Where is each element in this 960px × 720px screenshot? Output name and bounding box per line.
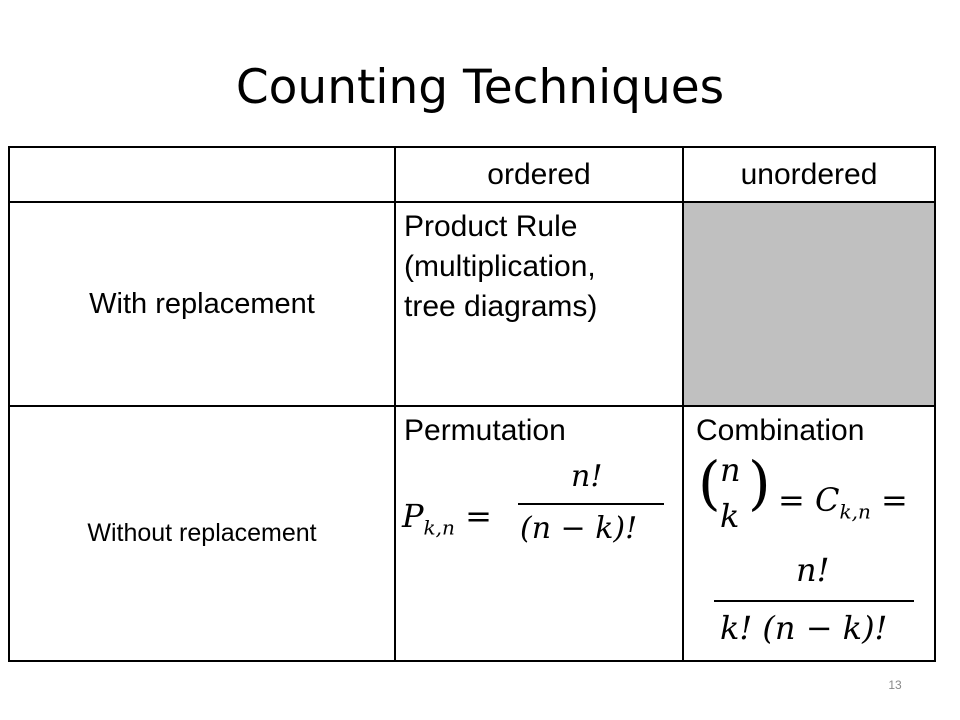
right-paren: )	[748, 449, 771, 517]
permutation-numerator: n!	[571, 459, 603, 494]
binomial-top: n	[720, 451, 741, 489]
counting-table: ordered unordered With replacement Produ…	[8, 146, 936, 662]
combination-fraction-bar	[714, 600, 914, 602]
product-rule-cell: Product Rule (multiplication, tree diagr…	[394, 201, 684, 407]
product-rule-line-1: Product Rule	[404, 210, 578, 243]
left-paren: (	[698, 449, 721, 517]
with-replacement-row: With replacement Product Rule (multiplic…	[8, 201, 936, 407]
header-empty-cell	[8, 146, 396, 203]
row-label-with-replacement: With replacement	[8, 201, 396, 407]
permutation-lhs: Pk,n =	[402, 497, 492, 539]
grey-empty-cell	[682, 201, 936, 407]
combination-title: Combination	[696, 414, 865, 447]
binomial-bottom: k	[720, 497, 740, 535]
header-unordered: unordered	[682, 146, 936, 203]
combination-denominator: k! (n − k)!	[720, 609, 888, 647]
without-replacement-row: Without replacement Permutation Pk,n = n…	[8, 405, 936, 662]
permutation-equals: =	[465, 497, 492, 535]
product-rule-line-2: (multiplication,	[404, 250, 596, 283]
permutation-fraction-bar	[518, 503, 664, 505]
combination-middle: = Ck,n =	[778, 481, 908, 523]
page-number: 13	[888, 678, 902, 692]
permutation-cell: Permutation Pk,n = n! (n − k)!	[394, 405, 684, 662]
header-ordered: ordered	[394, 146, 684, 203]
combination-numerator: n!	[796, 551, 830, 589]
permutation-denominator: (n − k)!	[520, 511, 638, 546]
row-label-without-replacement: Without replacement	[8, 405, 396, 662]
permutation-title: Permutation	[404, 414, 566, 447]
combination-subscript: k,n	[839, 499, 871, 524]
combination-formula: ( n k ) = Ck,n = n! k! (n − k)!	[684, 449, 934, 656]
permutation-symbol: P	[402, 497, 424, 535]
combination-equals: =	[881, 481, 908, 519]
permutation-formula: Pk,n = n! (n − k)!	[396, 451, 682, 581]
product-rule-text: Product Rule (multiplication, tree diagr…	[396, 203, 682, 327]
combination-symbol: = C	[778, 481, 840, 519]
product-rule-line-3: tree diagrams)	[404, 290, 598, 323]
combination-cell: Combination ( n k ) = Ck,n = n! k! (n − …	[682, 405, 936, 662]
permutation-subscript: k,n	[423, 515, 455, 540]
slide-title: Counting Techniques	[235, 60, 725, 115]
header-row: ordered unordered	[8, 146, 936, 203]
